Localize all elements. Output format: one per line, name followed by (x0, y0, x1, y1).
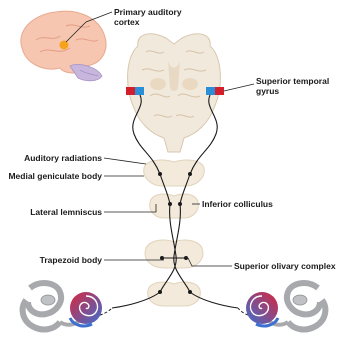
brain-icon (21, 11, 106, 81)
left-ear-icon (23, 283, 102, 329)
lateral-lemniscus-label: Lateral lemniscus (4, 207, 102, 217)
superior-olivary-complex-label: Superior olivary complex (234, 261, 336, 271)
trapezoid-body-label: Trapezoid body (4, 255, 102, 265)
superior-temporal-gyrus-label: Superior temporal gyrus (256, 76, 342, 96)
superior-temporal-gyrus-right-marker (206, 87, 224, 95)
right-ear-icon (246, 283, 325, 329)
primary-auditory-cortex-marker (60, 41, 69, 50)
inferior-colliculus-label: Inferior colliculus (202, 199, 273, 209)
medial-geniculate-body-label: Medial geniculate body (2, 171, 102, 181)
superior-temporal-gyrus-left-marker (126, 87, 144, 95)
auditory-radiations-label: Auditory radiations (4, 153, 102, 163)
cochlear-nerve-lines (80, 308, 268, 317)
midbrain-section (150, 194, 199, 218)
primary-auditory-cortex-label: Primary auditory cortex (114, 7, 194, 27)
synapse-dots (158, 172, 192, 294)
